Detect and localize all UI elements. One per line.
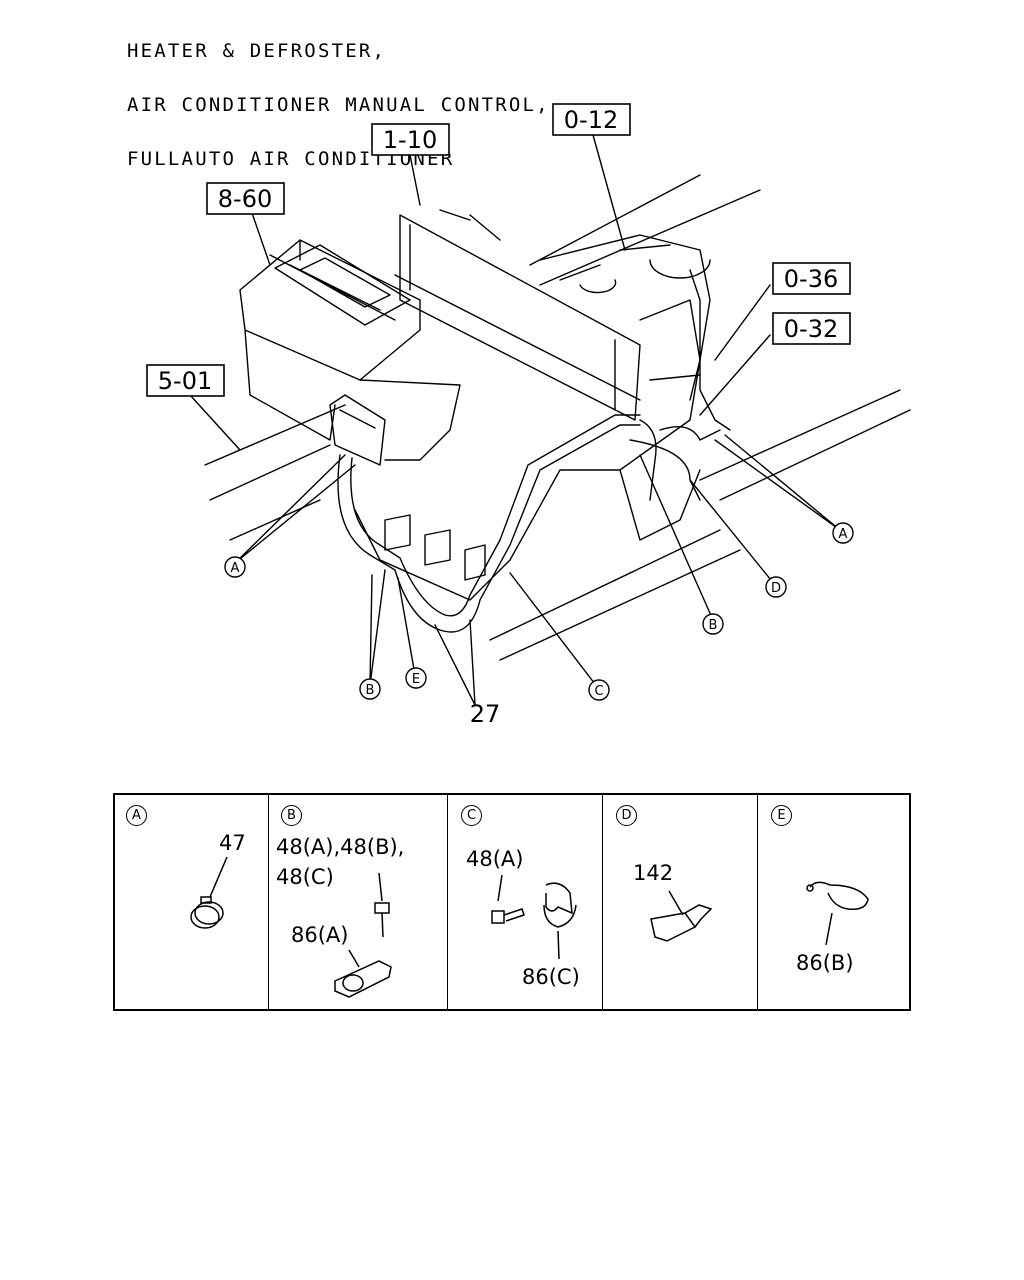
circle-b-right xyxy=(702,613,724,635)
leader-lines xyxy=(189,134,841,706)
heater-pipe-27 xyxy=(337,424,641,633)
title-line-2: AIR CONDITIONER MANUAL CONTROL, xyxy=(127,94,550,116)
legend-letter-d: D xyxy=(616,805,637,826)
letter-b-left: B xyxy=(366,683,375,698)
legend-letter-e: E xyxy=(771,805,792,826)
ref-label-5-01: 5-01 xyxy=(158,367,212,395)
letter-d: D xyxy=(771,581,781,596)
ref-box-0-36 xyxy=(772,262,851,295)
circle-e xyxy=(405,667,427,689)
legend-cell-b: B 48(A),48(B), 48(C) 86(A) xyxy=(269,795,448,1009)
parts-diagram: 1-10 0-12 8-60 0-36 0-32 5-01 27 A A B B… xyxy=(146,103,911,728)
hose-right-top xyxy=(689,269,731,431)
letter-a-left: A xyxy=(231,561,240,576)
ref-label-0-32: 0-32 xyxy=(784,315,838,343)
heater-unit xyxy=(239,239,421,441)
hose-clamp-icon xyxy=(190,856,228,929)
legend-letter-a: A xyxy=(126,805,147,826)
frame-rail-right xyxy=(489,174,911,661)
legend-part-86c: 86(C) xyxy=(522,965,580,989)
frame-rail-left xyxy=(204,404,346,541)
legend-letter-c: C xyxy=(461,805,482,826)
legend-part-48a: 48(A) xyxy=(466,847,524,871)
ref-box-5-01 xyxy=(146,364,225,397)
circle-a-right xyxy=(832,522,854,544)
legend-letter-b: B xyxy=(281,805,302,826)
ref-label-0-36: 0-36 xyxy=(784,265,838,293)
heater-lower-body xyxy=(359,379,461,461)
legend-part-142: 142 xyxy=(633,861,674,885)
engine-right-side xyxy=(619,299,701,541)
part-number-27: 27 xyxy=(470,700,501,728)
radiator xyxy=(394,209,641,421)
ref-box-0-32 xyxy=(772,312,851,345)
legend-part-48abc: 48(A),48(B), xyxy=(276,835,405,859)
engine-ports xyxy=(384,514,486,581)
ref-box-8-60 xyxy=(206,182,285,215)
legend-cell-a: A 47 xyxy=(115,795,269,1009)
ref-label-0-12: 0-12 xyxy=(564,106,618,134)
legend-table: A 47 B 48(A),48(B), 48(C) 86(A) xyxy=(113,793,911,1011)
circle-d xyxy=(765,576,787,598)
clip-plate-icon xyxy=(650,890,713,942)
legend-part-48c: 48(C) xyxy=(276,865,334,889)
bolt-and-bracket-icon xyxy=(491,874,577,960)
circle-c xyxy=(588,679,610,701)
legend-part-47: 47 xyxy=(219,831,246,855)
bolt-and-clip-icon xyxy=(334,872,392,998)
legend-cell-c: C 48(A) 86(C) xyxy=(448,795,603,1009)
circle-a-left xyxy=(224,556,246,578)
legend-part-86b: 86(B) xyxy=(796,951,854,975)
legend-part-86a: 86(A) xyxy=(291,923,349,947)
ref-label-8-60: 8-60 xyxy=(218,185,272,213)
heater-pipe-27-inner xyxy=(350,414,641,617)
hose-return xyxy=(629,419,721,501)
letter-b-right: B xyxy=(709,618,718,633)
ref-label-1-10: 1-10 xyxy=(383,126,437,154)
title-line-1: HEATER & DEFROSTER, xyxy=(127,40,387,62)
letter-a-right: A xyxy=(839,527,848,542)
heater-core-box xyxy=(329,394,386,466)
legend-cell-e: E 86(B) xyxy=(758,795,909,1009)
heater-duct-opening xyxy=(274,244,411,326)
circle-b-left xyxy=(359,678,381,700)
letter-c: C xyxy=(594,684,603,699)
ref-box-1-10 xyxy=(371,123,450,156)
wire-clip-icon xyxy=(806,881,869,946)
legend-cell-d: D 142 xyxy=(603,795,758,1009)
letter-e: E xyxy=(412,672,420,687)
ref-box-0-12 xyxy=(552,103,631,136)
diagram-title: HEATER & DEFROSTER, AIR CONDITIONER MANU… xyxy=(127,6,550,186)
